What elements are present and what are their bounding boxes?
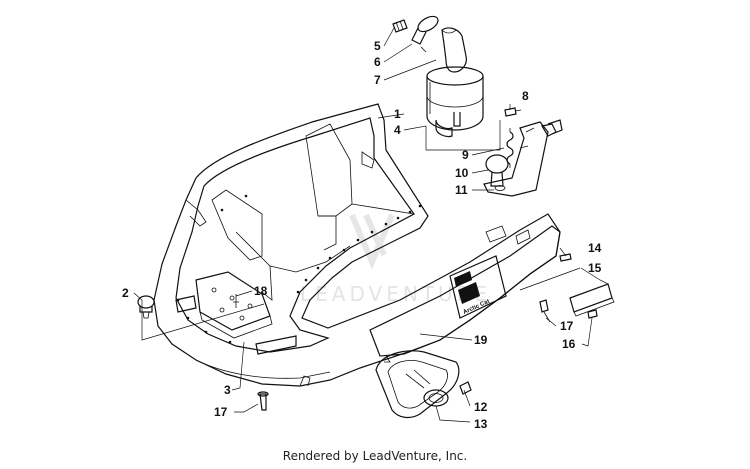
callout-8: 8 [522, 89, 529, 103]
part-9-spring [506, 128, 514, 168]
rivet-dots [176, 194, 422, 344]
decal-logo-block [454, 271, 472, 287]
callout-16: 16 [562, 337, 576, 351]
part-8-screw [504, 107, 522, 117]
callout-11: 11 [455, 183, 468, 197]
part-12-screw [459, 381, 472, 395]
part-13-vent-cover [375, 350, 460, 419]
part-11-bracket [483, 119, 563, 197]
callout-12: 12 [474, 400, 488, 414]
part-18-plate [195, 271, 273, 339]
callouts: 5 6 7 1 4 8 9 10 11 2 18 3 17 12 13 14 1… [122, 39, 602, 431]
callout-19: 19 [474, 333, 488, 347]
callout-3: 3 [224, 383, 231, 397]
part-1-hull [153, 103, 561, 387]
part-7-muffler [426, 27, 484, 138]
part-5-screw [392, 19, 408, 33]
leader-lines [133, 27, 609, 423]
callout-17-lower: 17 [214, 405, 228, 419]
callout-14: 14 [588, 241, 602, 255]
callout-1: 1 [394, 107, 401, 121]
part-3-panel [175, 295, 297, 355]
rendered-by-footer: Rendered by LeadVenture, Inc. [282, 449, 468, 463]
callout-18: 18 [254, 284, 268, 298]
part-15-plate [569, 283, 615, 317]
watermark-logo [349, 213, 395, 270]
callout-7: 7 [374, 73, 381, 87]
callout-5: 5 [374, 39, 381, 53]
part-16-screw [587, 309, 598, 319]
part-6-clamp [411, 15, 439, 53]
callout-13: 13 [474, 417, 488, 431]
callout-2: 2 [122, 286, 129, 300]
part-14-screw [559, 253, 572, 262]
decal-black-panel [458, 282, 480, 304]
callout-6: 6 [374, 55, 381, 69]
callout-9: 9 [462, 148, 469, 162]
callout-15: 15 [588, 261, 602, 275]
callout-4: 4 [394, 123, 401, 137]
part-17-fastener-lower [257, 391, 269, 411]
part-2-plug [137, 295, 155, 319]
callout-10: 10 [455, 166, 469, 180]
callout-17-right: 17 [560, 319, 574, 333]
part-17-fastener-right [539, 299, 551, 323]
